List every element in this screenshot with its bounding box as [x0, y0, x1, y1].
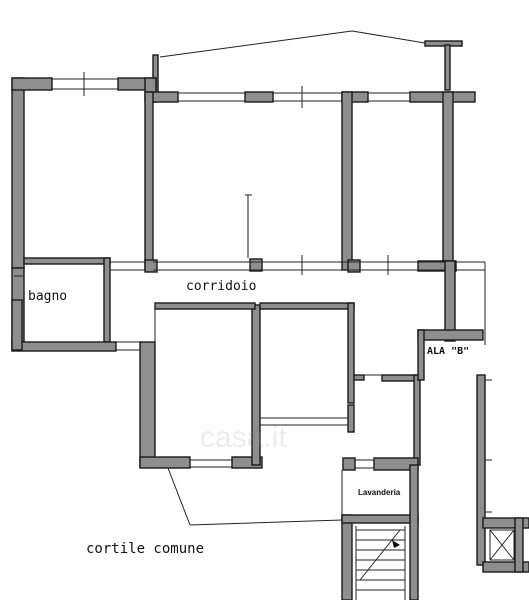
exterior-walls	[11, 77, 529, 600]
staircase	[355, 526, 406, 600]
label-wing-b: ALA "B"	[427, 346, 469, 357]
partitions	[14, 194, 486, 526]
balcony-outline	[152, 30, 463, 98]
tick-marks	[485, 379, 492, 513]
stair-arrow-icon	[392, 540, 400, 548]
elevator-shaft	[489, 529, 515, 561]
label-courtyard: cortile comune	[86, 541, 204, 557]
windows-top	[52, 72, 476, 108]
label-corridor: corridoio	[186, 279, 256, 294]
label-laundry: Lavanderia	[358, 488, 401, 497]
label-bathroom: bagno	[28, 289, 67, 304]
watermark: casa.it	[200, 421, 287, 454]
watermark-text: casa.it	[200, 421, 287, 454]
